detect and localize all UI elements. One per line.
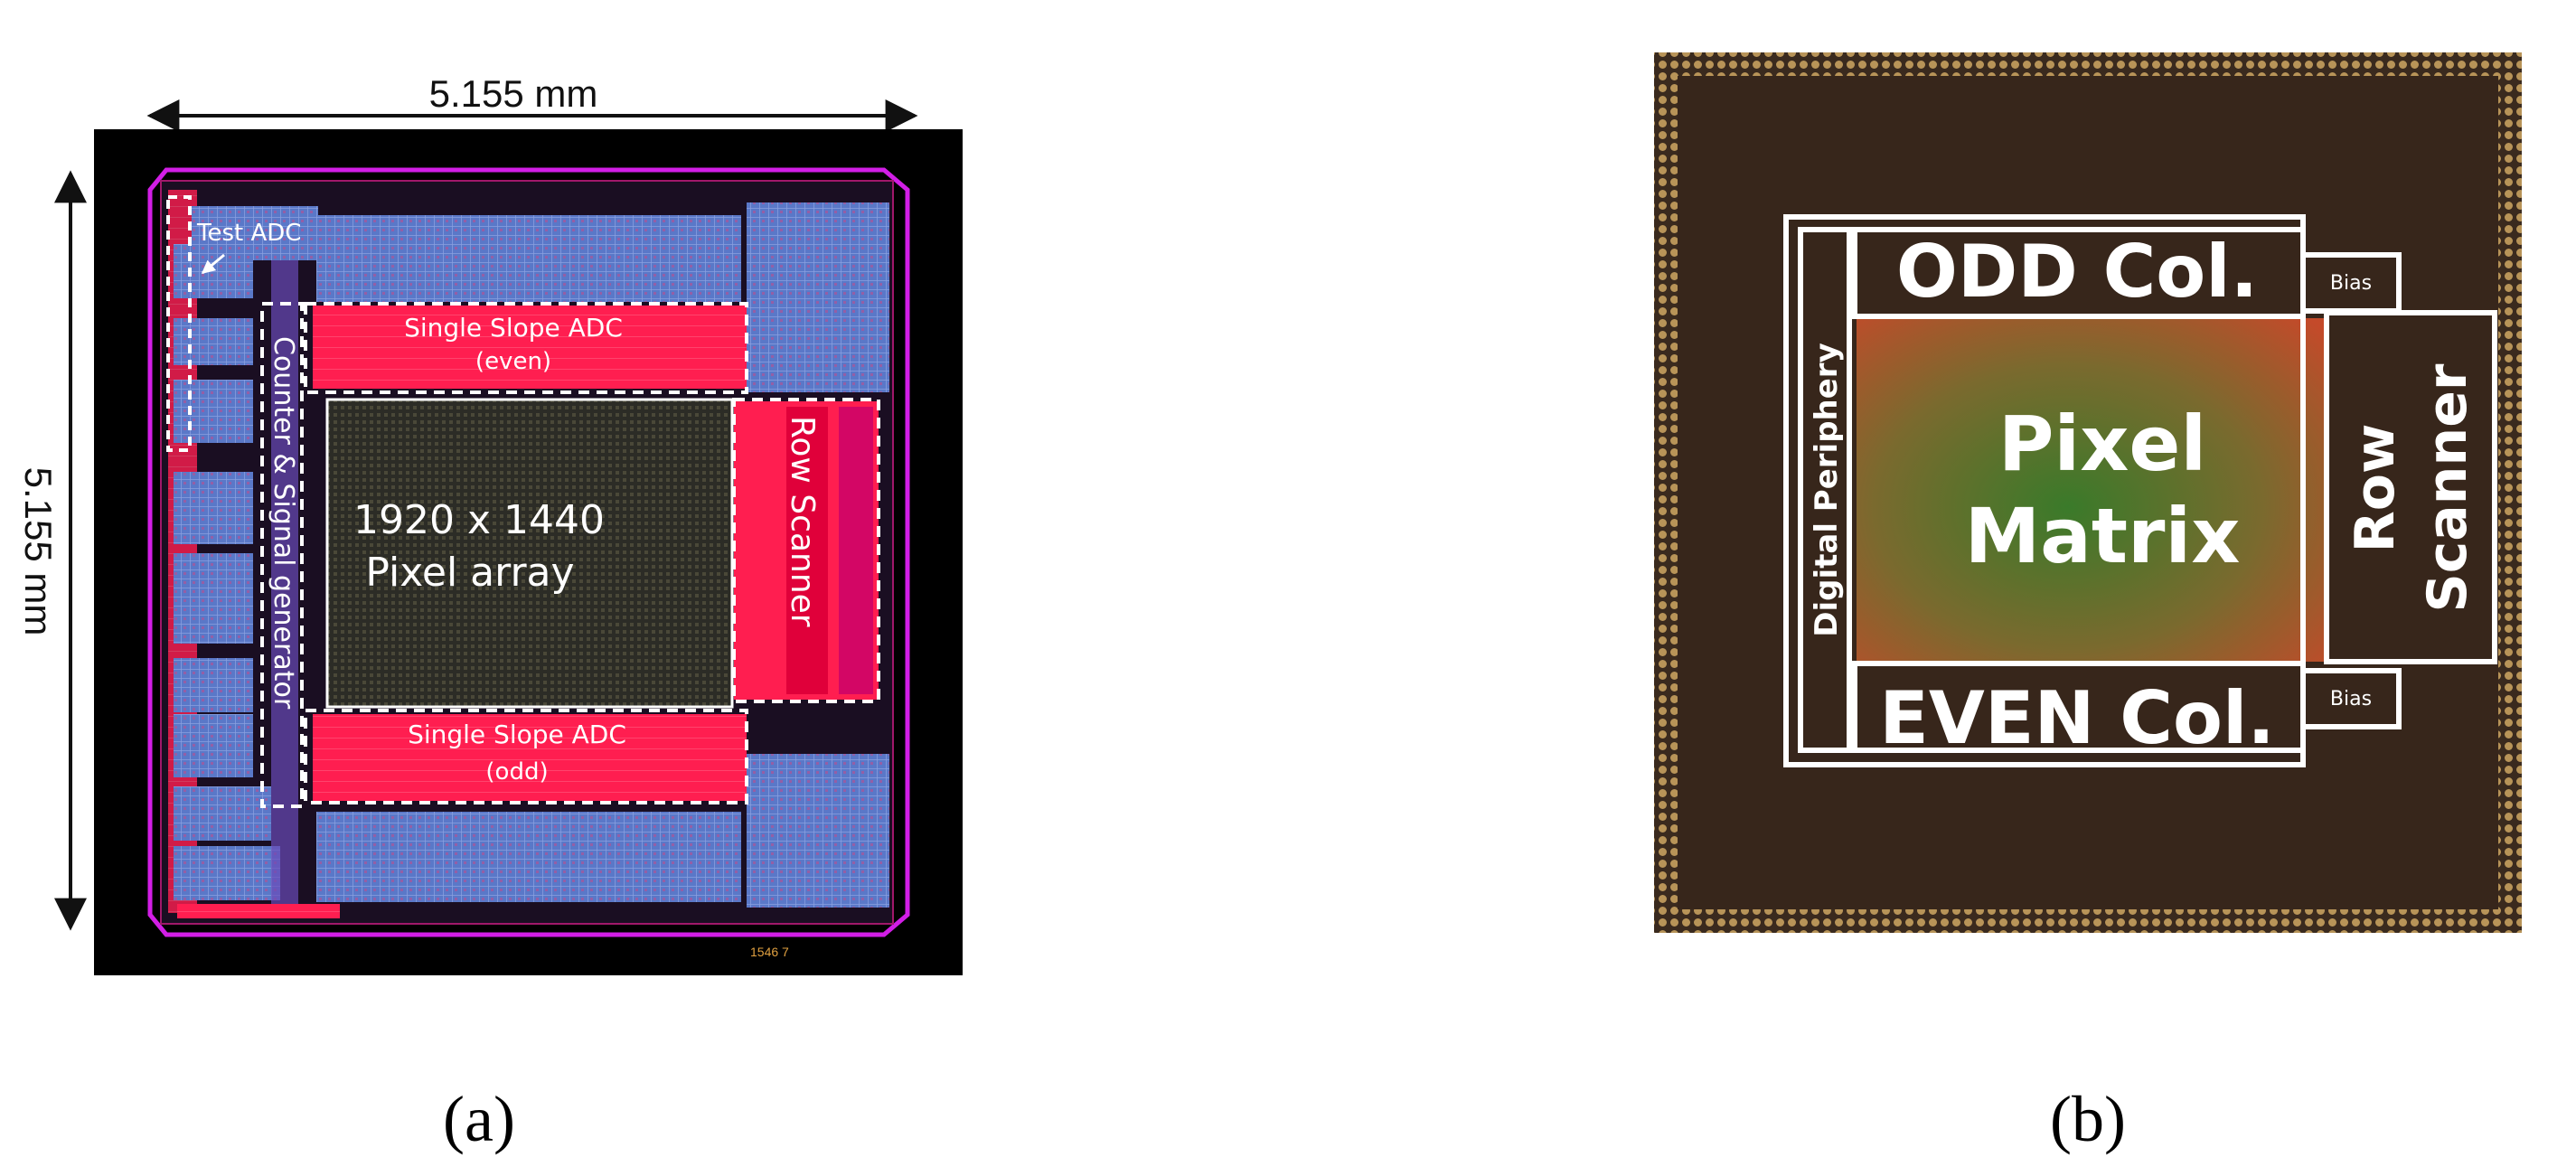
counter-label: Counter & Signal generator	[268, 336, 299, 710]
right-bottom-block	[747, 754, 889, 908]
adc-even-sub: (even)	[475, 348, 551, 375]
adc-even-outline	[304, 302, 748, 394]
bias-bottom-label: Bias	[2330, 688, 2372, 710]
width-label: 5.155 mm	[429, 72, 598, 115]
adc-odd-sub: (odd)	[485, 758, 548, 786]
counter-outline	[260, 302, 304, 808]
region-outlines	[1783, 214, 2497, 767]
pixel-array-line1: 1920 x 1440	[353, 497, 605, 543]
test-adc-arrow	[201, 253, 225, 275]
row-scanner-label: Row Scanner	[784, 416, 821, 627]
adc-even-block	[313, 306, 747, 389]
bias-top-label: Bias	[2330, 272, 2372, 295]
top-block	[316, 215, 741, 302]
test-adc-label: Test ADC	[196, 220, 301, 247]
pixel-array	[325, 398, 734, 709]
row-scanner-line1: Row	[2344, 424, 2407, 553]
adc-odd-title: Single Slope ADC	[408, 720, 626, 749]
digital-periphery-label: Digital Periphery	[1809, 343, 1845, 637]
row-scanner-outline	[732, 398, 880, 703]
right-top-block	[747, 202, 889, 392]
panel-b: ODD Col. EVEN Col. Pixel Matrix Row Scan…	[1654, 52, 2522, 1155]
even-col-label: EVEN Col.	[1879, 676, 2275, 760]
pixel-matrix-line1: Pixel	[1998, 400, 2206, 488]
adc-odd-block	[313, 714, 747, 801]
adc-even-title: Single Slope ADC	[404, 313, 623, 343]
test-adc-block	[192, 206, 318, 260]
pixel-array-line2: Pixel array	[365, 550, 574, 596]
adc-odd-outline	[304, 709, 748, 804]
caption-a: (a)	[443, 1083, 515, 1155]
odd-col-label: ODD Col.	[1896, 230, 2258, 314]
panel-a: 5.155 mm 5.155 mm	[17, 72, 963, 1155]
bottom-block	[316, 812, 741, 902]
test-adc-outline	[166, 195, 192, 452]
pixel-matrix-line2: Matrix	[1965, 492, 2241, 580]
left-logic-blocks	[168, 190, 340, 918]
chip-outline	[147, 167, 910, 937]
height-label: 5.155 mm	[17, 467, 60, 636]
pixel-matrix	[1857, 318, 2327, 662]
layout-marker: 1546 7	[750, 945, 789, 959]
caption-b: (b)	[2050, 1083, 2126, 1155]
row-scanner-line2: Scanner	[2416, 363, 2479, 612]
